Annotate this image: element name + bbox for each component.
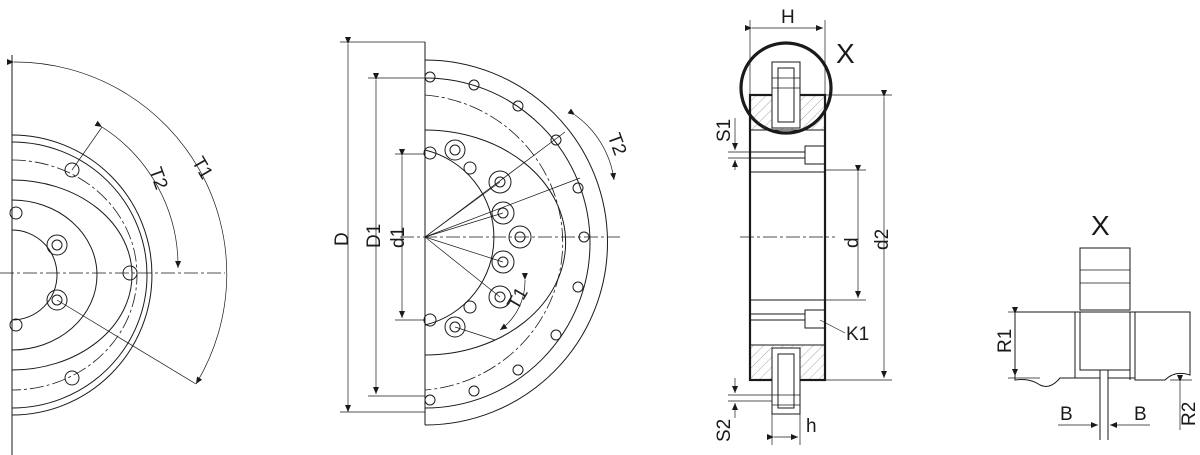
label-H: H	[781, 7, 795, 28]
label-d: d	[842, 237, 863, 248]
label-X-section: X	[836, 38, 855, 69]
label-D1: D1	[364, 224, 385, 248]
label-R2: R2	[1179, 402, 1200, 426]
outer-bolt-holes	[424, 71, 590, 406]
label-T2-left: T2	[144, 164, 171, 192]
label-R1: R1	[995, 329, 1016, 353]
label-B-left: B	[1060, 404, 1073, 425]
label-S1: S1	[714, 119, 735, 142]
label-S2: S2	[714, 419, 735, 442]
label-K1: K1	[846, 324, 869, 345]
detail-view-x: X R1 R2 B B	[995, 210, 1200, 440]
label-D: D	[332, 232, 353, 246]
label-T1-left: T1	[187, 153, 216, 183]
label-d1: d1	[388, 227, 409, 248]
label-X-detail: X	[1091, 210, 1110, 241]
section-view: H X S1	[714, 7, 893, 445]
label-d2: d2	[872, 229, 893, 250]
label-h: h	[806, 416, 817, 437]
label-B-right: B	[1134, 404, 1147, 425]
front-view-left: T1 T2	[0, 55, 228, 455]
label-T1-mid: T1	[503, 284, 532, 314]
front-view-middle: T2 T1 D D1 d1	[332, 37, 630, 426]
